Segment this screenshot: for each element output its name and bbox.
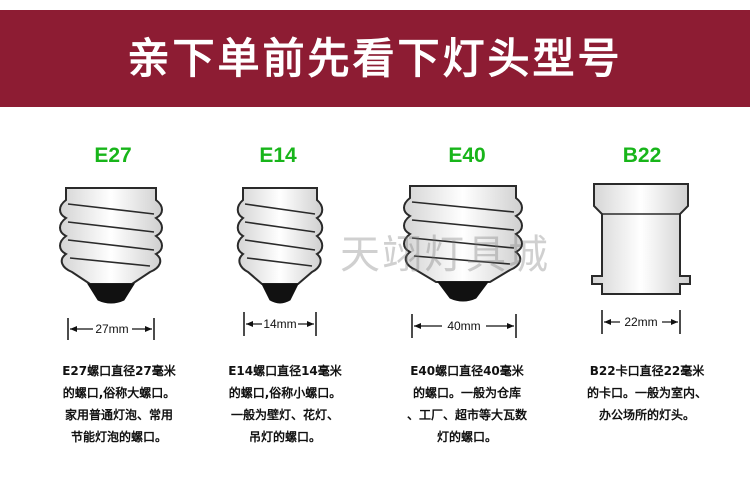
e14-description: E14螺口直径14毫米 的螺口,俗称小螺口。 一般为壁灯、花灯、 吊灯的螺口。 <box>210 360 360 448</box>
e14-dimension <box>243 312 317 336</box>
b22-label: B22 <box>622 144 662 167</box>
watermark: 天翊灯具城 <box>340 232 550 278</box>
e14-desc-line: 的螺口,俗称小螺口。 <box>228 386 342 400</box>
e27-base-icon <box>59 187 163 304</box>
e14-size: 14mm <box>263 317 296 331</box>
e14-desc-line: E14螺口直径14毫米 <box>228 364 342 378</box>
e40-desc-line: E40螺口直径40毫米 <box>410 364 524 378</box>
e40-dimension <box>411 314 517 338</box>
e27-description: E27螺口直径27毫米 的螺口,俗称大螺口。 家用普通灯泡、常用 节能灯泡的螺口… <box>44 360 194 448</box>
e40-base-icon <box>403 185 523 302</box>
b22-description: B22卡口直径22毫米 的卡口。一般为室内、 办公场所的灯头。 <box>572 360 722 426</box>
e27-desc-line: 的螺口,俗称大螺口。 <box>62 386 176 400</box>
e40-label: E40 <box>448 144 486 167</box>
b22-desc-line: 办公场所的灯头。 <box>598 408 695 422</box>
b22-dimension <box>601 310 681 334</box>
e14-label: E14 <box>259 144 297 167</box>
e40-description: E40螺口直径40毫米 的螺口。一般为仓库 、工厂、超市等大瓦数 灯的螺口。 <box>392 360 542 448</box>
e27-desc-line: 家用普通灯泡、常用 <box>64 408 173 422</box>
b22-base-icon <box>591 183 691 295</box>
title-banner: 亲下单前先看下灯头型号 <box>0 10 750 107</box>
e14-desc-line: 一般为壁灯、花灯、 <box>230 408 339 422</box>
e40-desc-line: 、工厂、超市等大瓦数 <box>406 408 527 422</box>
e40-desc-line: 的螺口。一般为仓库 <box>412 386 521 400</box>
e27-desc-line: E27螺口直径27毫米 <box>62 364 176 378</box>
e14-desc-line: 吊灯的螺口。 <box>248 430 321 444</box>
b22-desc-line: B22卡口直径22毫米 <box>589 364 705 378</box>
e27-label: E27 <box>94 144 132 167</box>
e14-base-icon <box>236 187 324 304</box>
banner-title: 亲下单前先看下灯头型号 <box>127 34 623 83</box>
e40-desc-line: 灯的螺口。 <box>436 430 497 444</box>
e27-desc-line: 节能灯泡的螺口。 <box>70 430 167 444</box>
e40-size: 40mm <box>447 319 480 333</box>
e27-dimension <box>67 318 155 340</box>
b22-size: 22mm <box>624 315 657 329</box>
b22-desc-line: 的卡口。一般为室内、 <box>586 386 707 400</box>
e27-size: 27mm <box>95 322 128 336</box>
